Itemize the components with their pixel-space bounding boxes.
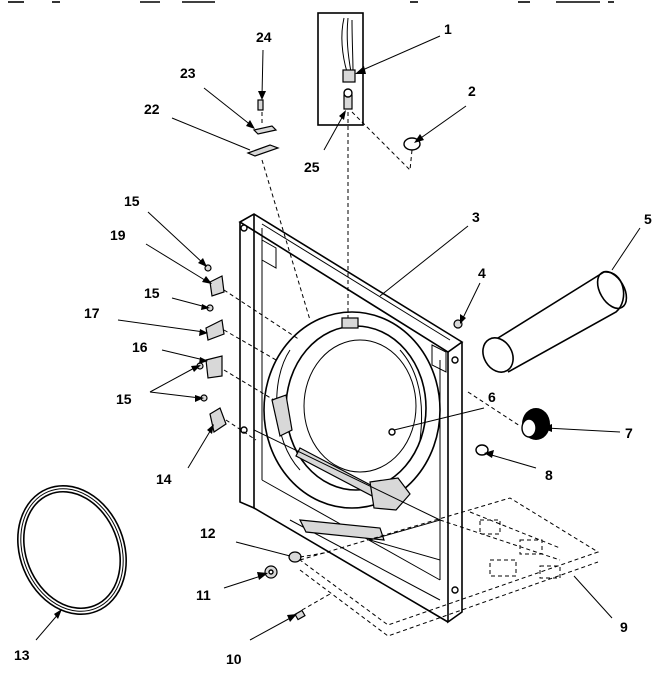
callout-15-lower: 15: [116, 391, 132, 407]
base-frame: [298, 497, 600, 637]
fasteners-10-11-12: [264, 551, 331, 621]
callout-8: 8: [545, 467, 553, 483]
callout-4: 4: [478, 265, 486, 281]
leader-lines: [35, 35, 641, 641]
bracket-parts-22-23-24: [246, 99, 280, 157]
drum-opening: [263, 311, 441, 511]
callout-7: 7: [625, 425, 633, 441]
left-side-parts: [196, 264, 301, 441]
callout-10: 10: [226, 651, 242, 667]
callout-1: 1: [444, 21, 452, 37]
callout-6: 6: [488, 389, 496, 405]
wire-harness-plate: [317, 12, 364, 126]
callout-17: 17: [84, 305, 100, 321]
callout-23: 23: [180, 65, 196, 81]
callout-25: 25: [304, 159, 320, 175]
callout-24: 24: [256, 29, 272, 45]
belt-part: [17, 484, 127, 616]
front-panel: [238, 213, 464, 624]
callout-11: 11: [196, 587, 211, 603]
callout-19: 19: [110, 227, 126, 243]
callout-15-upper: 15: [124, 193, 140, 209]
washer-part: [475, 444, 489, 456]
pulley-part: [467, 391, 550, 440]
callout-22: 22: [144, 101, 160, 117]
lower-panel: [253, 429, 441, 601]
callout-14: 14: [156, 471, 172, 487]
assembly-lines-top: [261, 111, 413, 321]
cylinder-part: [482, 270, 628, 373]
callout-3: 3: [472, 209, 480, 225]
callout-12: 12: [200, 525, 216, 541]
callout-9: 9: [620, 619, 628, 635]
callout-13: 13: [14, 647, 30, 663]
callout-2: 2: [468, 83, 476, 99]
callout-5: 5: [644, 211, 652, 227]
callout-labels: 1 2 3 4 5 6 7 8 9 10 11 12 13 14 15 15 1…: [14, 21, 652, 667]
callout-16: 16: [132, 339, 148, 355]
callout-15-mid: 15: [144, 285, 160, 301]
